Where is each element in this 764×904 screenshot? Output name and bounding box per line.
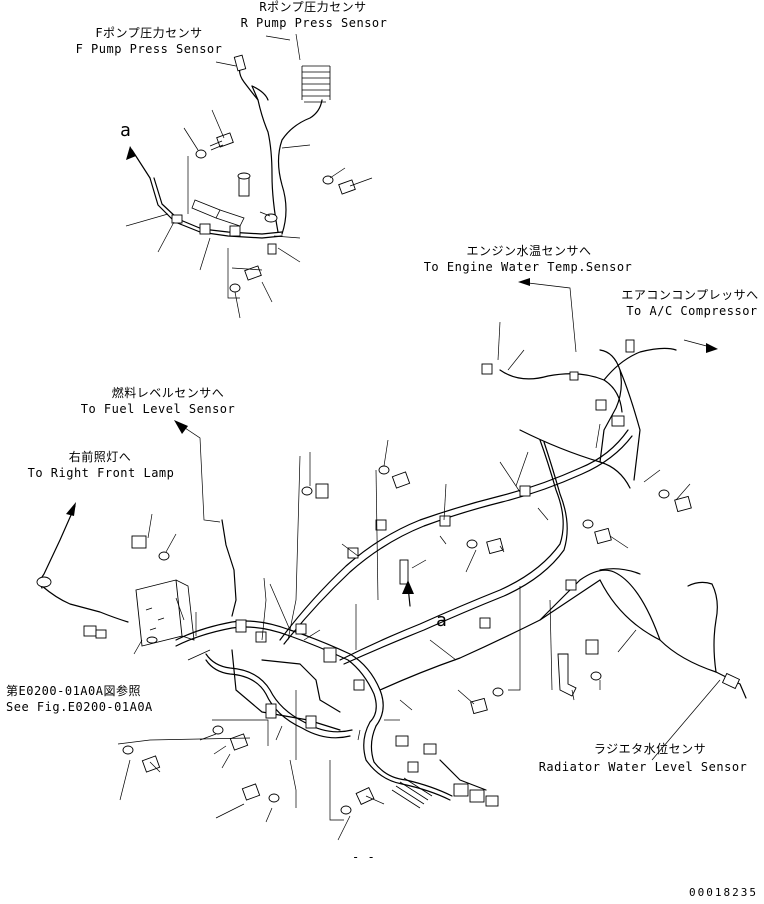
bolts bbox=[122, 465, 692, 815]
controller-box bbox=[135, 579, 195, 647]
radiator-label-jp: ラジエタ水位センサ bbox=[593, 742, 707, 756]
f-pump-label-jp: Fポンプ圧力センサ bbox=[95, 26, 203, 40]
bolt bbox=[322, 175, 356, 195]
engine-water-label-jp: エンジン水温センサへ bbox=[466, 244, 592, 258]
r-pump-label-jp: Rポンプ圧力センサ bbox=[259, 0, 367, 14]
ref-mark-a-mid: a bbox=[436, 610, 448, 631]
see-fig-label-jp: 第E0200-01A0A図参照 bbox=[6, 684, 141, 698]
fuel-level-label-en: To Fuel Level Sensor bbox=[80, 402, 236, 416]
drawing-number: 00018235 bbox=[689, 886, 758, 899]
ref-mark-a-top: a bbox=[120, 120, 132, 141]
fuel-level-label-jp: 燃料レベルセンサへ bbox=[111, 386, 225, 400]
see-fig-label-en: See Fig.E0200-01A0A bbox=[6, 700, 153, 714]
coiled-sleeve bbox=[301, 65, 331, 103]
right-lamp-label-jp: 右前照灯へ bbox=[68, 450, 132, 464]
bolt bbox=[237, 172, 278, 223]
radiator-label-en: Radiator Water Level Sensor bbox=[538, 760, 748, 774]
bottom-mark: - - bbox=[352, 850, 376, 864]
pump-sensor-harness bbox=[125, 33, 373, 319]
main-harness bbox=[36, 278, 747, 809]
ac-label-en: To A/C Compressor bbox=[626, 304, 758, 318]
f-pump-label-en: F Pump Press Sensor bbox=[75, 42, 223, 56]
ac-label-jp: エアコンコンプレッサへ bbox=[621, 288, 759, 302]
bolt bbox=[195, 132, 234, 159]
right-lamp-label-en: To Right Front Lamp bbox=[27, 466, 175, 480]
engine-water-label-en: To Engine Water Temp.Sensor bbox=[423, 260, 633, 274]
r-pump-label-en: R Pump Press Sensor bbox=[240, 16, 388, 30]
leader-lines bbox=[117, 321, 691, 841]
